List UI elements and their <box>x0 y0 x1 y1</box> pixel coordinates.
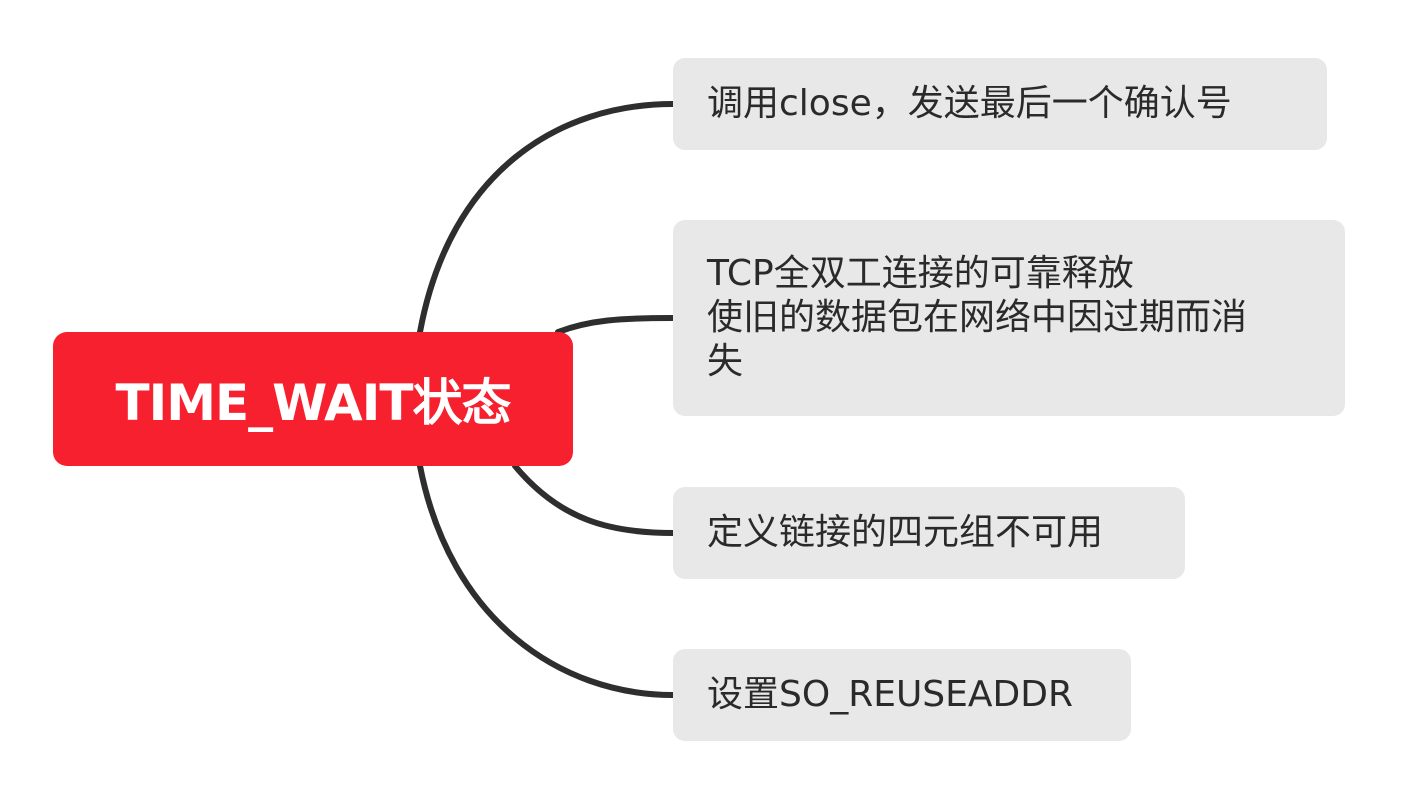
root-node[interactable]: TIME_WAIT状态 <box>53 332 573 466</box>
connector-2 <box>555 315 676 335</box>
root-label: TIME_WAIT状态 <box>115 374 512 432</box>
child-node-text: 使旧的数据包在网络中因过期而消 <box>707 297 1248 338</box>
child-node-close[interactable]: 调用close，发送最后一个确认号 <box>673 58 1327 150</box>
child-node-text: 定义链接的四元组不可用 <box>707 512 1104 553</box>
connector-4 <box>417 463 676 698</box>
child-node-text: 失 <box>707 341 744 382</box>
child-node-reuseaddr[interactable]: 设置SO_REUSEADDR <box>673 649 1131 741</box>
child-node-text: 调用close，发送最后一个确认号 <box>707 83 1232 124</box>
child-node-four-tuple[interactable]: 定义链接的四元组不可用 <box>673 487 1185 579</box>
connector-1 <box>417 101 676 335</box>
child-node-reliable-release[interactable]: TCP全双工连接的可靠释放 使旧的数据包在网络中因过期而消 失 <box>673 220 1345 416</box>
connector-3 <box>512 463 676 536</box>
child-node-text: TCP全双工连接的可靠释放 <box>707 253 1134 294</box>
child-node-text: 设置SO_REUSEADDR <box>707 674 1073 715</box>
